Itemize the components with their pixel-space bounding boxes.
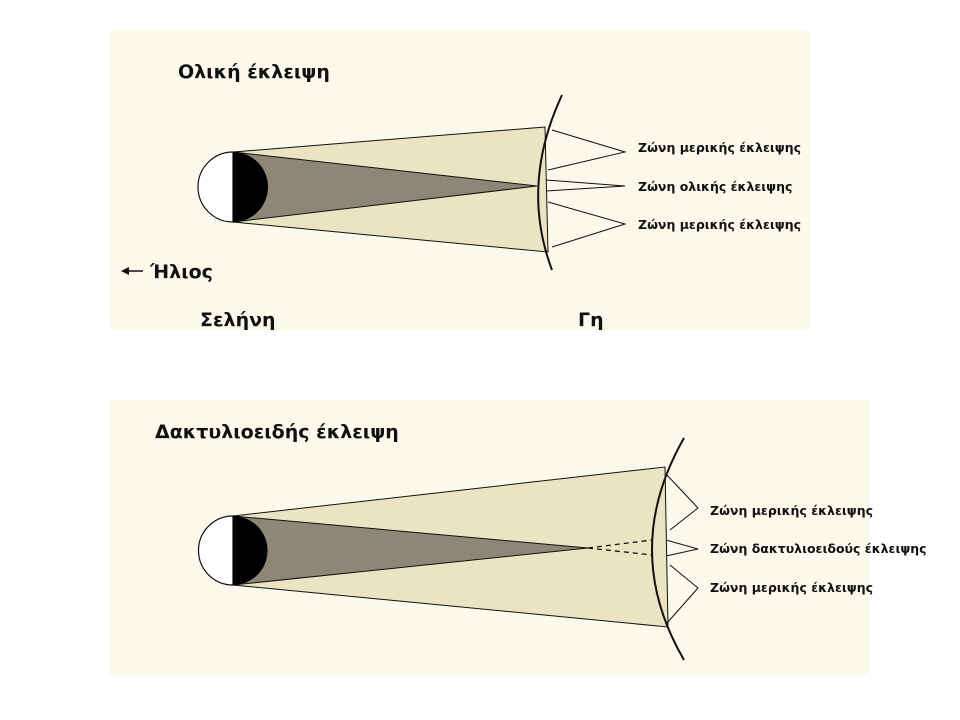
annular-moon	[197, 515, 268, 586]
earth-label: Γη	[578, 309, 604, 331]
annular-eclipse-diagram: Δακτυλιοειδής έκλειψη	[155, 421, 927, 661]
total-zone-label-bottom: Ζώνη μερικής έκλειψης	[638, 217, 801, 232]
total-zone-label-top: Ζώνη μερικής έκλειψης	[638, 140, 801, 155]
annular-zone-label-middle: Ζώνη δακτυλιοειδούς έκλειψης	[710, 541, 927, 556]
total-earth-surface	[537, 94, 563, 271]
total-moon	[197, 151, 268, 223]
total-eclipse-title: Ολική έκλειψη	[178, 61, 330, 83]
annular-eclipse-title: Δακτυλιοειδής έκλειψη	[155, 421, 399, 443]
annular-earth-surface	[651, 437, 685, 661]
sun-direction-arrow-icon	[121, 267, 143, 275]
annular-zone-label-top: Ζώνη μερικής έκλειψης	[710, 503, 873, 518]
annular-antumbra-lines	[587, 539, 653, 556]
annular-zone-label-bottom: Ζώνη μερικής έκλειψης	[710, 580, 873, 595]
total-zone-pointers	[545, 129, 627, 248]
annular-zone-pointers	[665, 473, 699, 624]
total-eclipse-diagram: Ολική έκλειψη Ζώνη μερικής έκλειψης Ζώνη…	[121, 61, 801, 331]
total-zone-label-middle: Ζώνη ολικής έκλειψης	[638, 179, 792, 194]
sun-label: Ήλιος	[149, 261, 213, 283]
moon-label: Σελήνη	[200, 309, 276, 331]
